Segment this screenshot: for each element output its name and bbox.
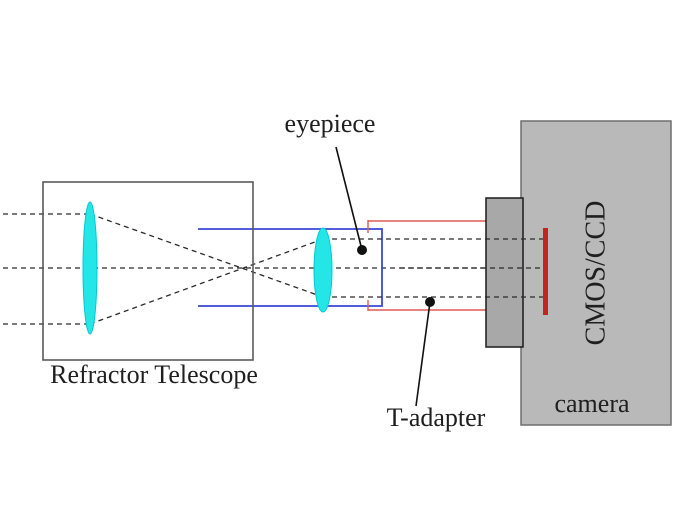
camera-label: camera bbox=[554, 389, 630, 418]
refractor-telescope-box bbox=[42, 181, 254, 361]
t-adapter-pointer-line bbox=[415, 301, 431, 407]
converging-ray-upper bbox=[89, 213, 324, 298]
t-adapter-label: T-adapter bbox=[386, 403, 486, 432]
refractor-telescope-label: Refractor Telescope bbox=[50, 360, 258, 389]
t-adapter-pointer-dot bbox=[425, 297, 435, 307]
cmos-sensor-bar bbox=[543, 228, 548, 315]
eyepiece-lens bbox=[313, 227, 333, 313]
eyepiece-tube-outline bbox=[198, 228, 383, 307]
objective-lens bbox=[82, 201, 98, 335]
camera-nosepiece bbox=[485, 197, 524, 348]
converging-ray-lower bbox=[89, 238, 324, 325]
eyepiece-label: eyepiece bbox=[284, 109, 376, 138]
eyepiece-pointer-line bbox=[335, 146, 363, 251]
cmos-ccd-label: CMOS/CCD bbox=[580, 200, 612, 346]
eyepiece-pointer-dot bbox=[357, 245, 367, 255]
camera-body bbox=[520, 120, 672, 426]
